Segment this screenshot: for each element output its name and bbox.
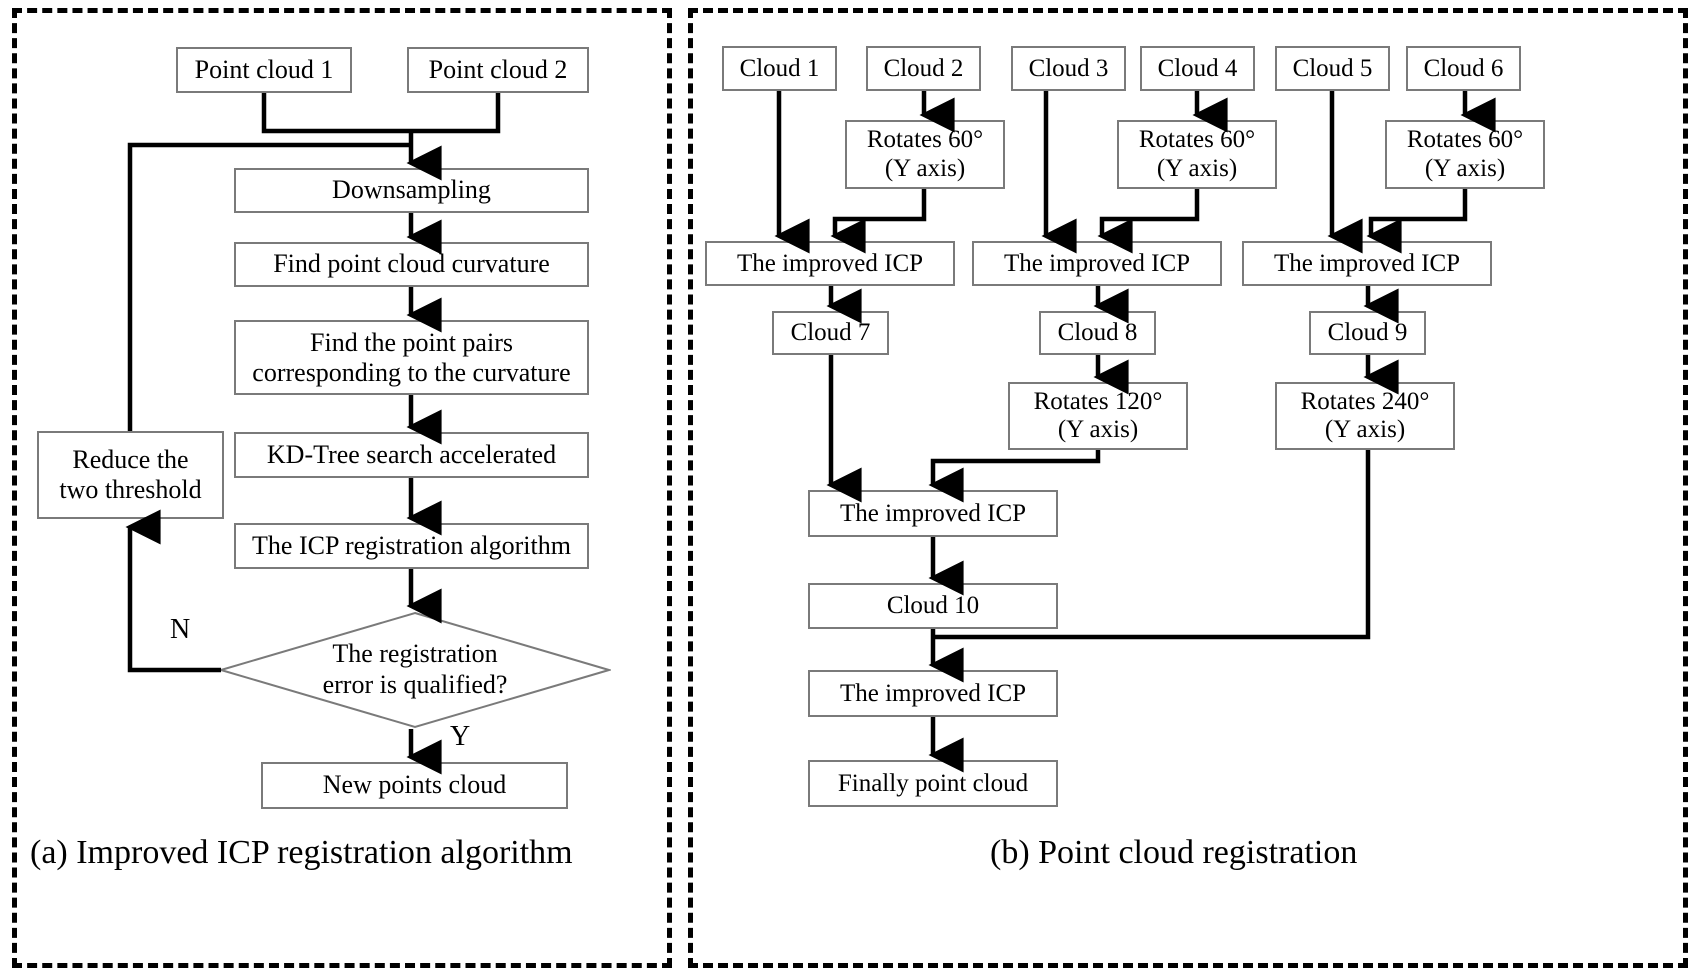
improved-icp-1: The improved ICP (705, 241, 955, 286)
rotates-60-c-line-2: (Y axis) (1424, 154, 1506, 182)
rotates-120-line-1: Rotates 120° (1033, 387, 1163, 415)
rotates-60-c: Rotates 60° (Y axis) (1385, 120, 1545, 189)
panel-a-caption: (a) Improved ICP registration algorithm (30, 834, 573, 871)
cloud-9: Cloud 9 (1309, 311, 1426, 355)
panel-b-frame (688, 8, 1688, 968)
downsampling: Downsampling (234, 168, 589, 213)
registration-error-decision: The registration error is qualified? (219, 611, 611, 729)
rotates-240-line-1: Rotates 240° (1300, 387, 1430, 415)
find-point-pairs: Find the point pairs corresponding to th… (234, 320, 589, 395)
rotates-60-b: Rotates 60° (Y axis) (1117, 120, 1277, 189)
reduce-two-threshold-line-2: two threshold (59, 475, 202, 504)
cloud-6: Cloud 6 (1406, 46, 1521, 91)
cloud-2: Cloud 2 (866, 46, 981, 91)
panel-a-frame (12, 8, 672, 968)
rotates-240-line-2: (Y axis) (1324, 416, 1406, 443)
rotates-120-line-2: (Y axis) (1057, 416, 1139, 443)
diamond-shape (219, 611, 611, 729)
kd-tree-search: KD-Tree search accelerated (234, 432, 589, 478)
finally-point-cloud: Finally point cloud (808, 760, 1058, 807)
improved-icp-4: The improved ICP (808, 490, 1058, 537)
panel-b-caption: (b) Point cloud registration (990, 834, 1358, 871)
rotates-60-c-line-1: Rotates 60° (1406, 126, 1524, 153)
rotates-60-b-line-1: Rotates 60° (1138, 126, 1256, 153)
rotates-240: Rotates 240° (Y axis) (1275, 382, 1455, 450)
improved-icp-3: The improved ICP (1242, 241, 1492, 286)
find-point-pairs-line-1: Find the point pairs (310, 327, 513, 357)
cloud-7: Cloud 7 (772, 311, 889, 355)
cloud-3: Cloud 3 (1011, 46, 1126, 91)
improved-icp-5: The improved ICP (808, 670, 1058, 717)
rotates-60-a-line-1: Rotates 60° (866, 126, 984, 153)
cloud-8: Cloud 8 (1039, 311, 1156, 355)
reduce-two-threshold-line-1: Reduce the (72, 445, 189, 475)
rotates-60-a-line-2: (Y axis) (884, 154, 966, 182)
point-cloud-1: Point cloud 1 (176, 47, 352, 93)
cloud-4: Cloud 4 (1140, 46, 1255, 91)
new-points-cloud: New points cloud (261, 762, 568, 809)
find-point-pairs-line-2: corresponding to the curvature (252, 357, 571, 387)
find-point-cloud-curvature: Find point cloud curvature (234, 242, 589, 287)
edge-label-no: N (170, 614, 191, 645)
rotates-60-a: Rotates 60° (Y axis) (845, 120, 1005, 189)
rotates-120: Rotates 120° (Y axis) (1008, 382, 1188, 450)
rotates-60-b-line-2: (Y axis) (1156, 154, 1238, 182)
point-cloud-2: Point cloud 2 (407, 47, 589, 93)
improved-icp-2: The improved ICP (972, 241, 1222, 286)
cloud-1: Cloud 1 (722, 46, 837, 91)
icp-registration-algorithm: The ICP registration algorithm (234, 523, 589, 569)
cloud-5: Cloud 5 (1275, 46, 1390, 91)
cloud-10: Cloud 10 (808, 583, 1058, 629)
edge-label-yes: Y (450, 721, 471, 752)
reduce-two-threshold: Reduce the two threshold (37, 431, 224, 519)
